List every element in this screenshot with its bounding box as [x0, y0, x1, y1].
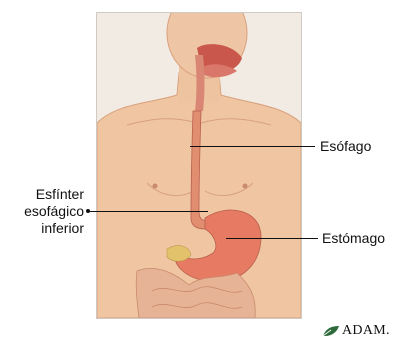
digestive-anatomy-drawing: [97, 13, 301, 318]
adam-logo-text: ADAM.: [342, 323, 390, 339]
esfinter-label-line1: Esfínter: [24, 186, 84, 202]
estomago-leader-line: [226, 238, 318, 239]
esfinter-label-line3: inferior: [24, 220, 84, 236]
anatomy-illustration: [96, 12, 302, 319]
estomago-label: Estómago: [322, 230, 385, 246]
esfinter-leader-line: [88, 211, 208, 212]
adam-logo: ADAM.: [322, 323, 390, 339]
esofago-label: Esófago: [320, 138, 371, 154]
adam-leaf-icon: [322, 324, 340, 338]
esfinter-label-line2: esofágico: [12, 203, 84, 219]
esofago-leader-line: [190, 146, 315, 147]
